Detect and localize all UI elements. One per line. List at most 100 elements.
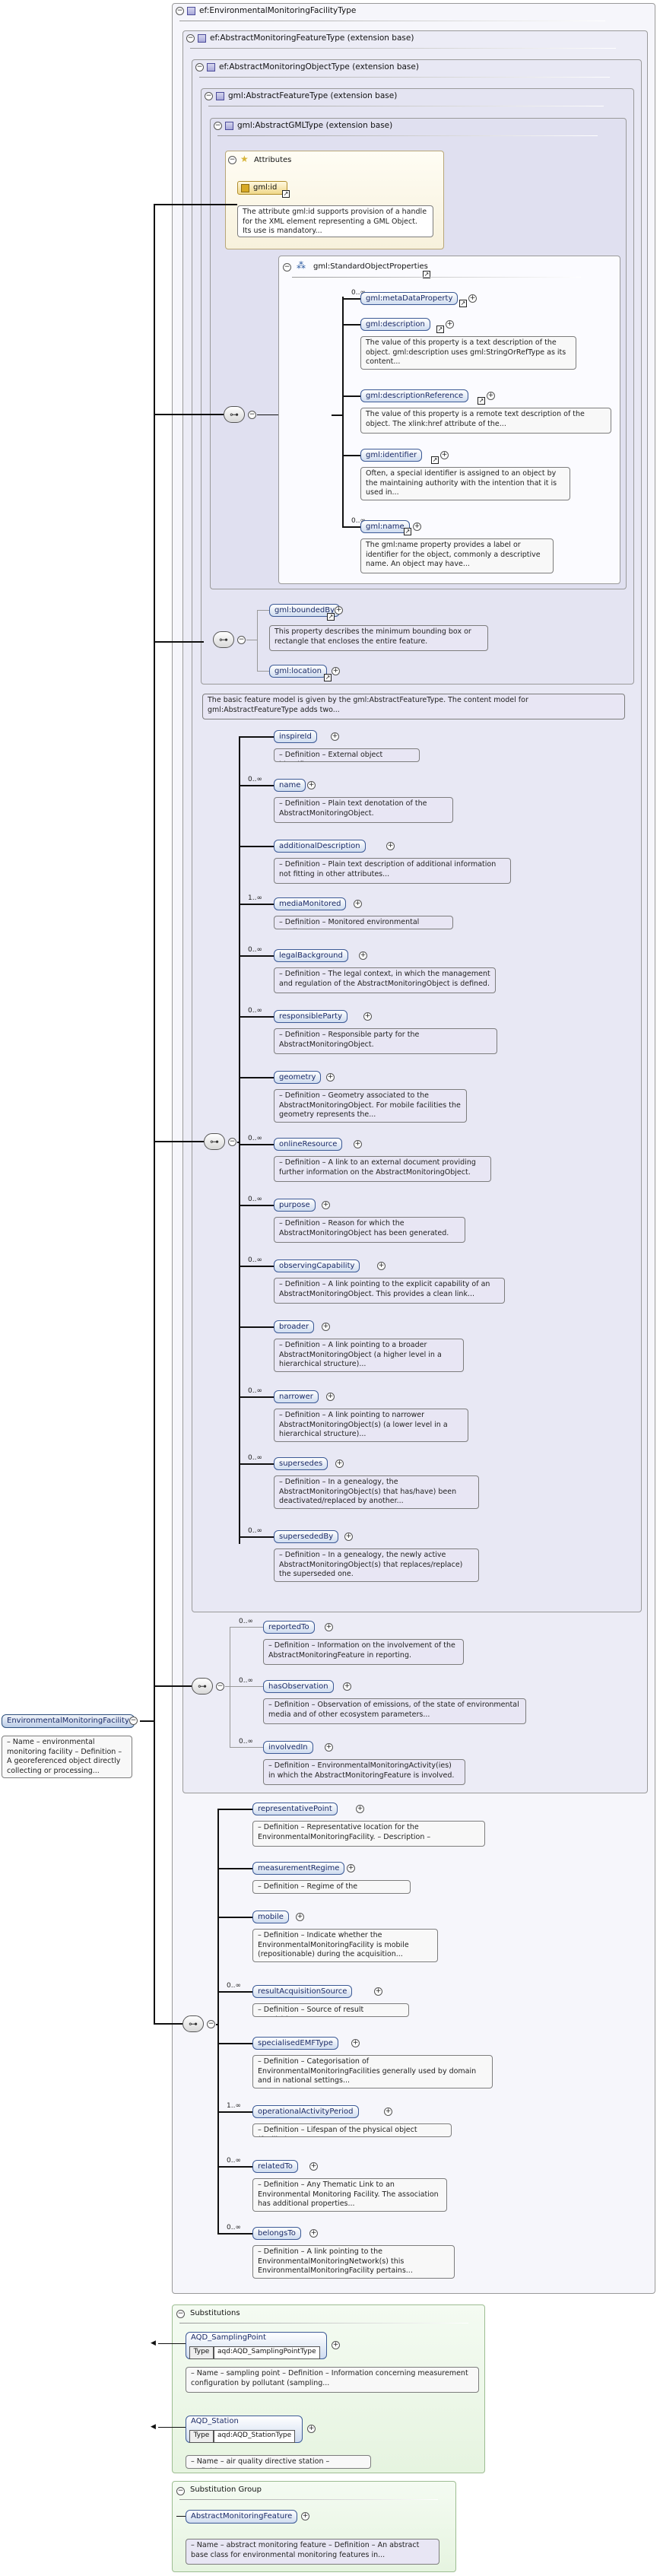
gml-id-attribute[interactable]: gml:id	[237, 181, 287, 195]
expand-mobile[interactable]: +	[296, 1913, 304, 1921]
responsibleparty-element[interactable]: responsibleParty	[274, 1010, 347, 1023]
mediamonitored-element[interactable]: mediaMonitored	[274, 897, 347, 910]
expand-aqd-station[interactable]: +	[307, 2425, 316, 2433]
root-element[interactable]: EnvironmentalMonitoringFacility	[2, 1714, 135, 1728]
gml-location-element[interactable]: gml:location	[269, 665, 327, 678]
expand-additionaldescription[interactable]: +	[386, 842, 395, 850]
expand-supersedes[interactable]: +	[335, 1460, 344, 1468]
expand-operationalactivityperiod[interactable]: +	[384, 2107, 392, 2116]
expand-representativepoint[interactable]: +	[356, 1805, 364, 1813]
expand-onlineresource[interactable]: +	[354, 1140, 362, 1148]
expand-mediamonitored[interactable]: +	[354, 900, 362, 908]
external-link-icon[interactable]: ↗	[324, 674, 332, 681]
collapse-gmlgml-type[interactable]: −	[214, 122, 222, 130]
name-element[interactable]: name	[274, 779, 306, 792]
collapse-sequence[interactable]: −	[207, 2020, 215, 2028]
resultacquisitionsource-element[interactable]: resultAcquisitionSource	[252, 1985, 353, 1998]
collapse-sequence[interactable]: −	[248, 411, 256, 419]
expand-gml-descriptionreference[interactable]: +	[487, 392, 495, 400]
supersedes-element[interactable]: supersedes	[274, 1457, 328, 1470]
expand-reportedto[interactable]: +	[325, 1623, 333, 1631]
expand-purpose[interactable]: +	[322, 1201, 330, 1209]
collapse-object-type[interactable]: −	[195, 63, 204, 71]
mobile-element[interactable]: mobile	[252, 1911, 289, 1923]
external-link-icon[interactable]: ↗	[423, 271, 430, 278]
substitution-group-element[interactable]: AbstractMonitoringFeature	[186, 2510, 298, 2524]
expand-aqd-samplingpoint[interactable]: +	[332, 2341, 340, 2349]
operationalactivityperiod-element[interactable]: operationalActivityPeriod	[252, 2105, 359, 2118]
expand-gml-location[interactable]: +	[332, 667, 340, 675]
expand-relatedto[interactable]: +	[309, 2162, 318, 2171]
geometry-element[interactable]: geometry	[274, 1071, 322, 1084]
collapse-sequence[interactable]: −	[237, 636, 246, 644]
collapse-sequence[interactable]: −	[216, 1682, 224, 1691]
expand-resultacquisitionsource[interactable]: +	[374, 1987, 382, 1996]
collapse-feature-type[interactable]: −	[186, 34, 195, 43]
legalbackground-element[interactable]: legalBackground	[274, 949, 348, 962]
additionaldescription-element[interactable]: additionalDescription	[274, 840, 366, 853]
gml-descriptionreference-element[interactable]: gml:descriptionReference	[360, 389, 469, 402]
sequence-compositor[interactable]: ⊶	[204, 1133, 225, 1150]
expand-root[interactable]: −	[129, 1717, 138, 1725]
gml-description-element[interactable]: gml:description	[360, 318, 430, 331]
expand-legalbackground[interactable]: +	[359, 951, 367, 960]
collapse-substitution-group[interactable]: −	[176, 2487, 185, 2495]
reportedto-element[interactable]: reportedTo	[263, 1621, 315, 1634]
substitution-aqd-station[interactable]: AQD_Station Type aqd:AQD_StationType	[186, 2416, 303, 2443]
expand-narrower[interactable]: +	[326, 1393, 335, 1401]
narrower-element[interactable]: narrower	[274, 1390, 319, 1403]
external-link-icon[interactable]: ↗	[327, 613, 335, 621]
collapse-attributes[interactable]: −	[228, 156, 236, 164]
sequence-compositor[interactable]: ⊶	[213, 631, 234, 648]
involvedin-element[interactable]: involvedIn	[263, 1741, 313, 1754]
onlineresource-element[interactable]: onlineResource	[274, 1138, 343, 1151]
collapse-standard-object-properties[interactable]: −	[283, 263, 291, 272]
supersededby-element[interactable]: supersededBy	[274, 1530, 339, 1543]
expand-broader[interactable]: +	[322, 1323, 330, 1331]
expand-involvedin[interactable]: +	[325, 1743, 333, 1752]
external-link-icon[interactable]: ↗	[282, 190, 290, 198]
collapse-main-type[interactable]: −	[176, 7, 184, 15]
gml-identifier-element[interactable]: gml:identifier	[360, 449, 423, 462]
expand-gml-identifier[interactable]: +	[440, 451, 449, 459]
broader-element[interactable]: broader	[274, 1320, 315, 1333]
expand-measurementregime[interactable]: +	[347, 1864, 355, 1872]
expand-inspireid[interactable]: +	[331, 732, 339, 741]
substitution-aqd-samplingpoint[interactable]: AQD_SamplingPoint Type aqd:AQD_SamplingP…	[186, 2332, 327, 2359]
external-link-icon[interactable]: ↗	[459, 300, 467, 307]
expand-responsibleparty[interactable]: +	[363, 1012, 372, 1021]
collapse-sequence[interactable]: −	[228, 1138, 236, 1146]
external-link-icon[interactable]: ↗	[431, 456, 439, 464]
belongsto-element[interactable]: belongsTo	[252, 2227, 301, 2240]
expand-gml-boundedby[interactable]: +	[335, 606, 343, 615]
expand-name[interactable]: +	[307, 781, 316, 789]
external-link-icon[interactable]: ↗	[478, 397, 485, 405]
sequence-compositor[interactable]: ⊶	[192, 1678, 213, 1695]
collapse-substitutions[interactable]: −	[176, 2310, 185, 2318]
expand-specialisedemftype[interactable]: +	[351, 2039, 360, 2047]
representativepoint-element[interactable]: representativePoint	[252, 1803, 338, 1815]
purpose-element[interactable]: purpose	[274, 1199, 316, 1212]
sequence-compositor[interactable]: ⊶	[182, 2015, 204, 2032]
hasobservation-element[interactable]: hasObservation	[263, 1680, 334, 1693]
gml-name-element[interactable]: gml:name	[360, 520, 410, 533]
specialisedemftype-element[interactable]: specialisedEMFType	[252, 2037, 338, 2050]
expand-belongsto[interactable]: +	[309, 2229, 318, 2238]
gml-metadataproperty-element[interactable]: gml:metaDataProperty	[360, 292, 459, 305]
observingcapability-element[interactable]: observingCapability	[274, 1259, 360, 1272]
external-link-icon[interactable]: ↗	[404, 528, 411, 535]
expand-observingcapability[interactable]: +	[377, 1262, 386, 1270]
expand-gml-description[interactable]: +	[446, 320, 454, 329]
measurementregime-element[interactable]: measurementRegime	[252, 1862, 345, 1875]
expand-hasobservation[interactable]: +	[343, 1682, 351, 1691]
expand-substitution-group[interactable]: +	[301, 2512, 309, 2520]
expand-gml-name[interactable]: +	[413, 523, 421, 531]
collapse-gmlfeature-type[interactable]: −	[205, 92, 213, 100]
inspireid-element[interactable]: inspireId	[274, 730, 317, 743]
expand-supersededby[interactable]: +	[344, 1533, 353, 1541]
external-link-icon[interactable]: ↗	[436, 326, 444, 333]
sequence-compositor[interactable]: ⊶	[224, 406, 245, 423]
relatedto-element[interactable]: relatedTo	[252, 2160, 298, 2173]
expand-gml-metadataproperty[interactable]: +	[468, 294, 477, 303]
expand-geometry[interactable]: +	[326, 1073, 335, 1082]
